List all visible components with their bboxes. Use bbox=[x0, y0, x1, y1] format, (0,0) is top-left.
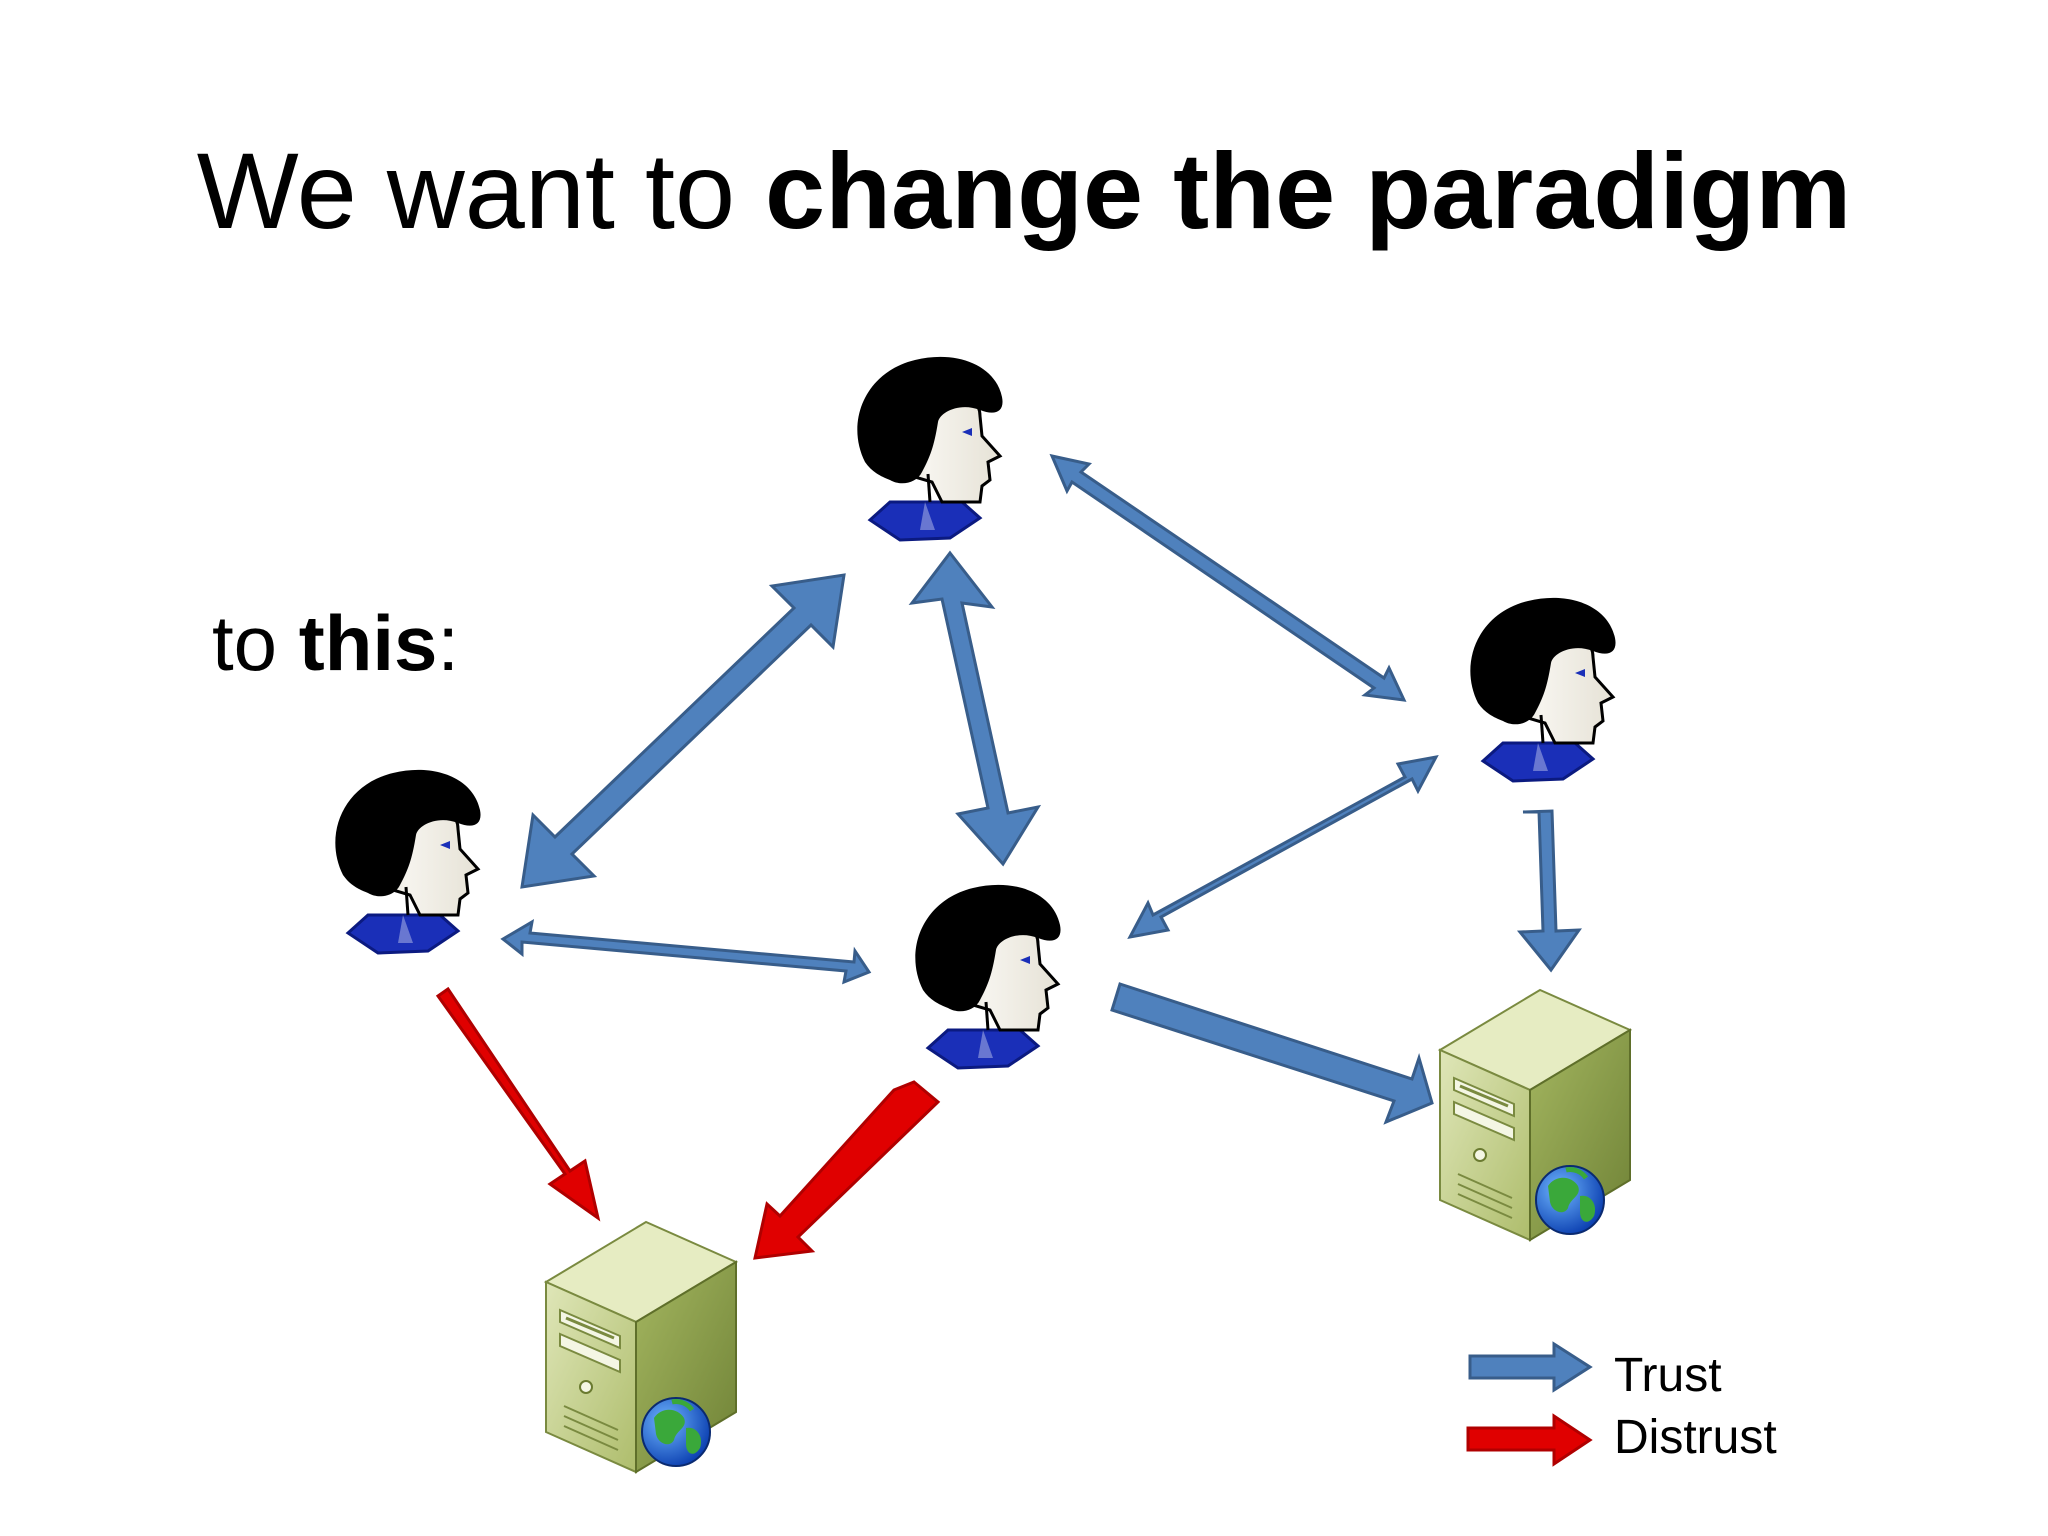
edge-right-center bbox=[1127, 754, 1439, 940]
edge-left-center bbox=[500, 919, 872, 985]
title-prefix: We want to bbox=[196, 130, 766, 251]
edge-top-center bbox=[908, 550, 1042, 867]
legend-trust-label: Trust bbox=[1614, 1349, 1722, 1402]
legend-distrust-arrow bbox=[1466, 1413, 1593, 1467]
subtitle-suffix: : bbox=[437, 599, 460, 687]
server-left-icon bbox=[546, 1222, 736, 1472]
title-emphasis: change the paradigm bbox=[765, 130, 1852, 251]
edge-top-right bbox=[1049, 453, 1407, 702]
server-right-icon bbox=[1440, 990, 1630, 1240]
person-top-icon bbox=[855, 355, 1005, 542]
person-center-icon bbox=[913, 883, 1063, 1070]
person-left-icon bbox=[333, 768, 483, 955]
slide-title: We want to change the paradigm bbox=[0, 128, 2048, 253]
edge-top-left bbox=[520, 573, 846, 889]
person-right-icon bbox=[1468, 596, 1618, 783]
edge-right-server bbox=[1516, 809, 1582, 973]
legend-distrust-label: Distrust bbox=[1614, 1411, 1777, 1464]
edge-left-server bbox=[435, 986, 601, 1222]
edge-center-server bbox=[1110, 982, 1434, 1125]
legend-trust-arrow bbox=[1468, 1341, 1593, 1393]
subtitle-prefix: to bbox=[212, 599, 299, 687]
edge-center-server-left bbox=[753, 1080, 941, 1260]
slide-subtitle: to this: bbox=[212, 598, 459, 689]
subtitle-emphasis: this bbox=[298, 599, 438, 687]
